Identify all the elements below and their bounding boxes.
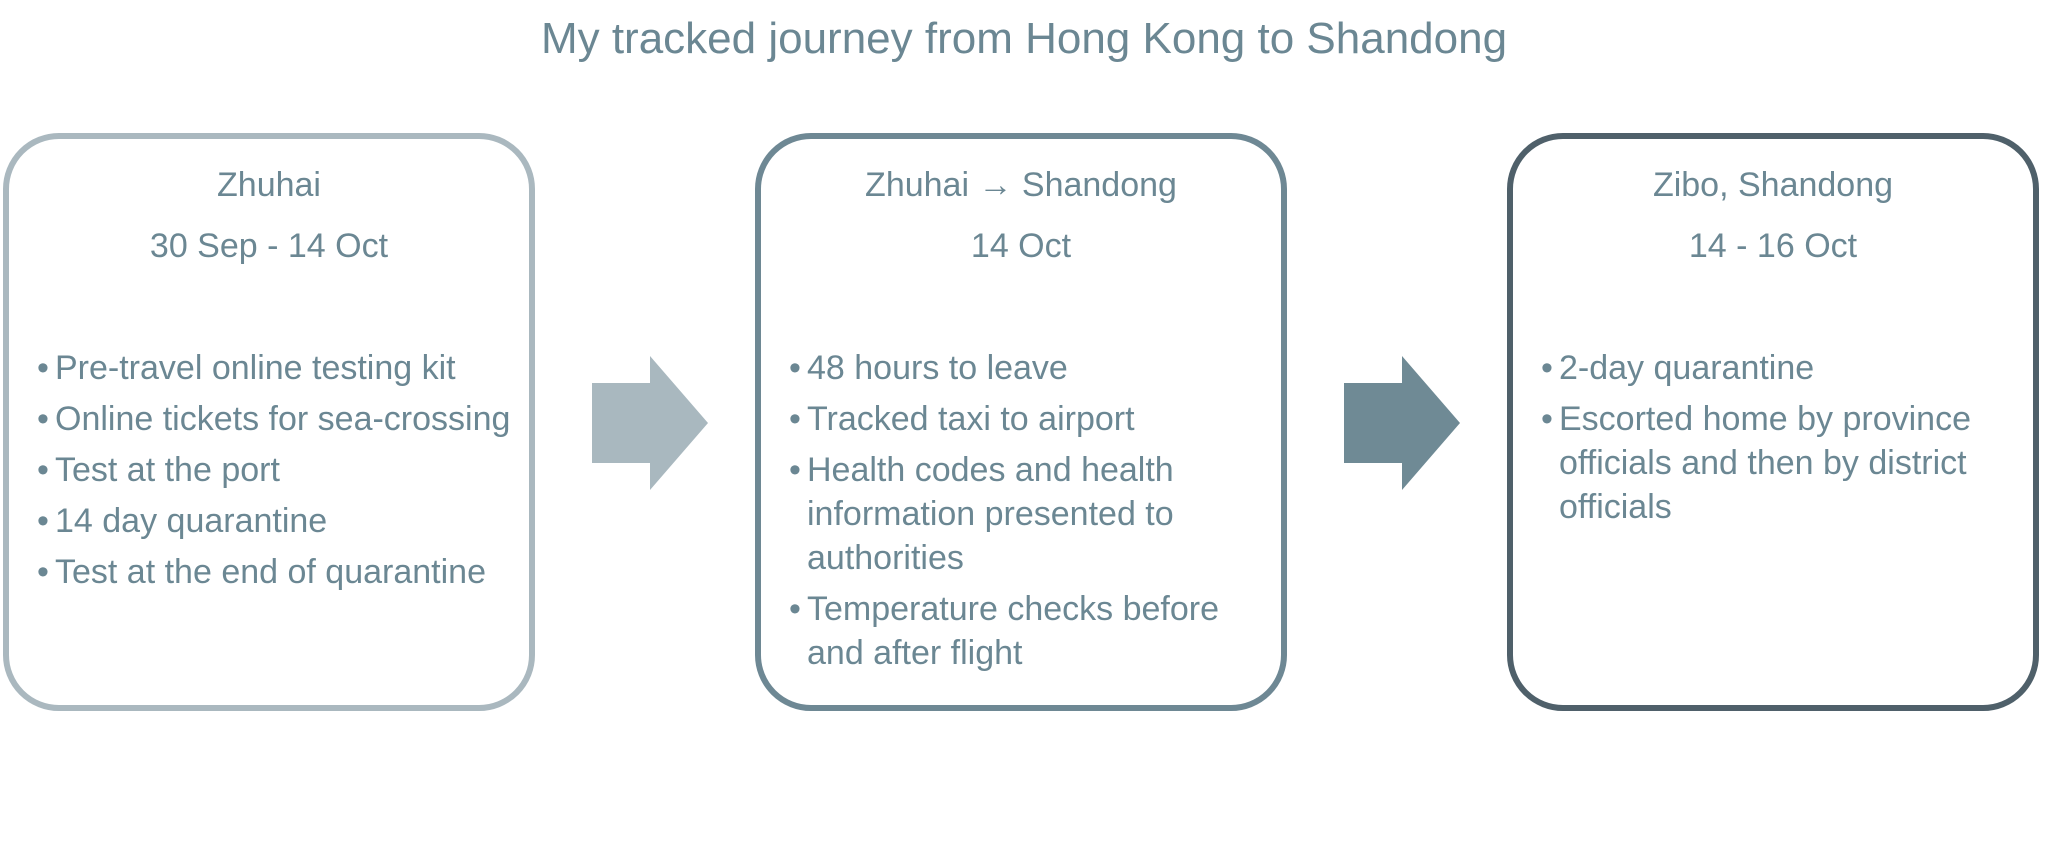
stage-steps-list: •2-day quarantine •Escorted home by prov… [1541,346,2021,536]
step-item: •Health codes and health information pre… [789,448,1269,580]
stage-box-zhuhai: Zhuhai 30 Sep - 14 Oct •Pre-travel onlin… [3,133,535,711]
step-item: •48 hours to leave [789,346,1269,390]
step-item: •Pre-travel online testing kit [37,346,517,390]
stage-box-zibo-shandong: Zibo, Shandong 14 - 16 Oct •2-day quaran… [1507,133,2039,711]
stage-title: Zhuhai → Shandong [865,166,1177,204]
stage-box-zhuhai-to-shandong: Zhuhai → Shandong 14 Oct •48 hours to le… [755,133,1287,711]
bullet-icon: • [37,400,49,438]
step-item: •2-day quarantine [1541,346,2021,390]
right-arrow-icon [1344,356,1460,490]
stage-steps-list: •48 hours to leave •Tracked taxi to airp… [789,346,1269,682]
bullet-icon: • [789,590,801,628]
step-text: 48 hours to leave [807,349,1068,387]
step-item: •14 day quarantine [37,499,517,543]
step-text: Health codes and health information pres… [807,451,1174,577]
step-item: •Tracked taxi to airport [789,397,1269,441]
step-text: Pre-travel online testing kit [55,349,456,387]
stage-title: Zibo, Shandong [1652,166,1894,204]
bullet-icon: • [37,553,49,591]
stage-date: 14 Oct [970,227,1072,265]
step-text: Online tickets for sea-crossing [55,400,511,438]
stage-title: Zhuhai [217,166,321,204]
step-item: •Test at the port [37,448,517,492]
step-text: Test at the end of quarantine [55,553,486,591]
bullet-icon: • [789,451,801,489]
step-text: 14 day quarantine [55,502,328,540]
step-text: Tracked taxi to airport [807,400,1135,438]
stage-date: 14 - 16 Oct [1688,227,1858,265]
bullet-icon: • [789,349,801,387]
bullet-icon: • [1541,400,1553,438]
bullet-icon: • [37,502,49,540]
diagram-title: My tracked journey from Hong Kong to Sha… [540,14,1508,63]
step-item: •Escorted home by province officials and… [1541,397,2021,529]
step-text: Escorted home by province officials and … [1559,400,1971,526]
step-text: 2-day quarantine [1559,349,1815,387]
stage-steps-list: •Pre-travel online testing kit •Online t… [37,346,517,601]
step-text: Test at the port [55,451,280,489]
bullet-icon: • [37,349,49,387]
step-item: •Test at the end of quarantine [37,550,517,594]
step-item: •Online tickets for sea-crossing [37,397,517,441]
step-item: •Temperature checks before and after fli… [789,587,1269,675]
step-text: Temperature checks before and after flig… [807,590,1219,672]
stage-date: 30 Sep - 14 Oct [149,227,389,265]
bullet-icon: • [789,400,801,438]
right-arrow-icon [592,356,708,490]
bullet-icon: • [37,451,49,489]
bullet-icon: • [1541,349,1553,387]
